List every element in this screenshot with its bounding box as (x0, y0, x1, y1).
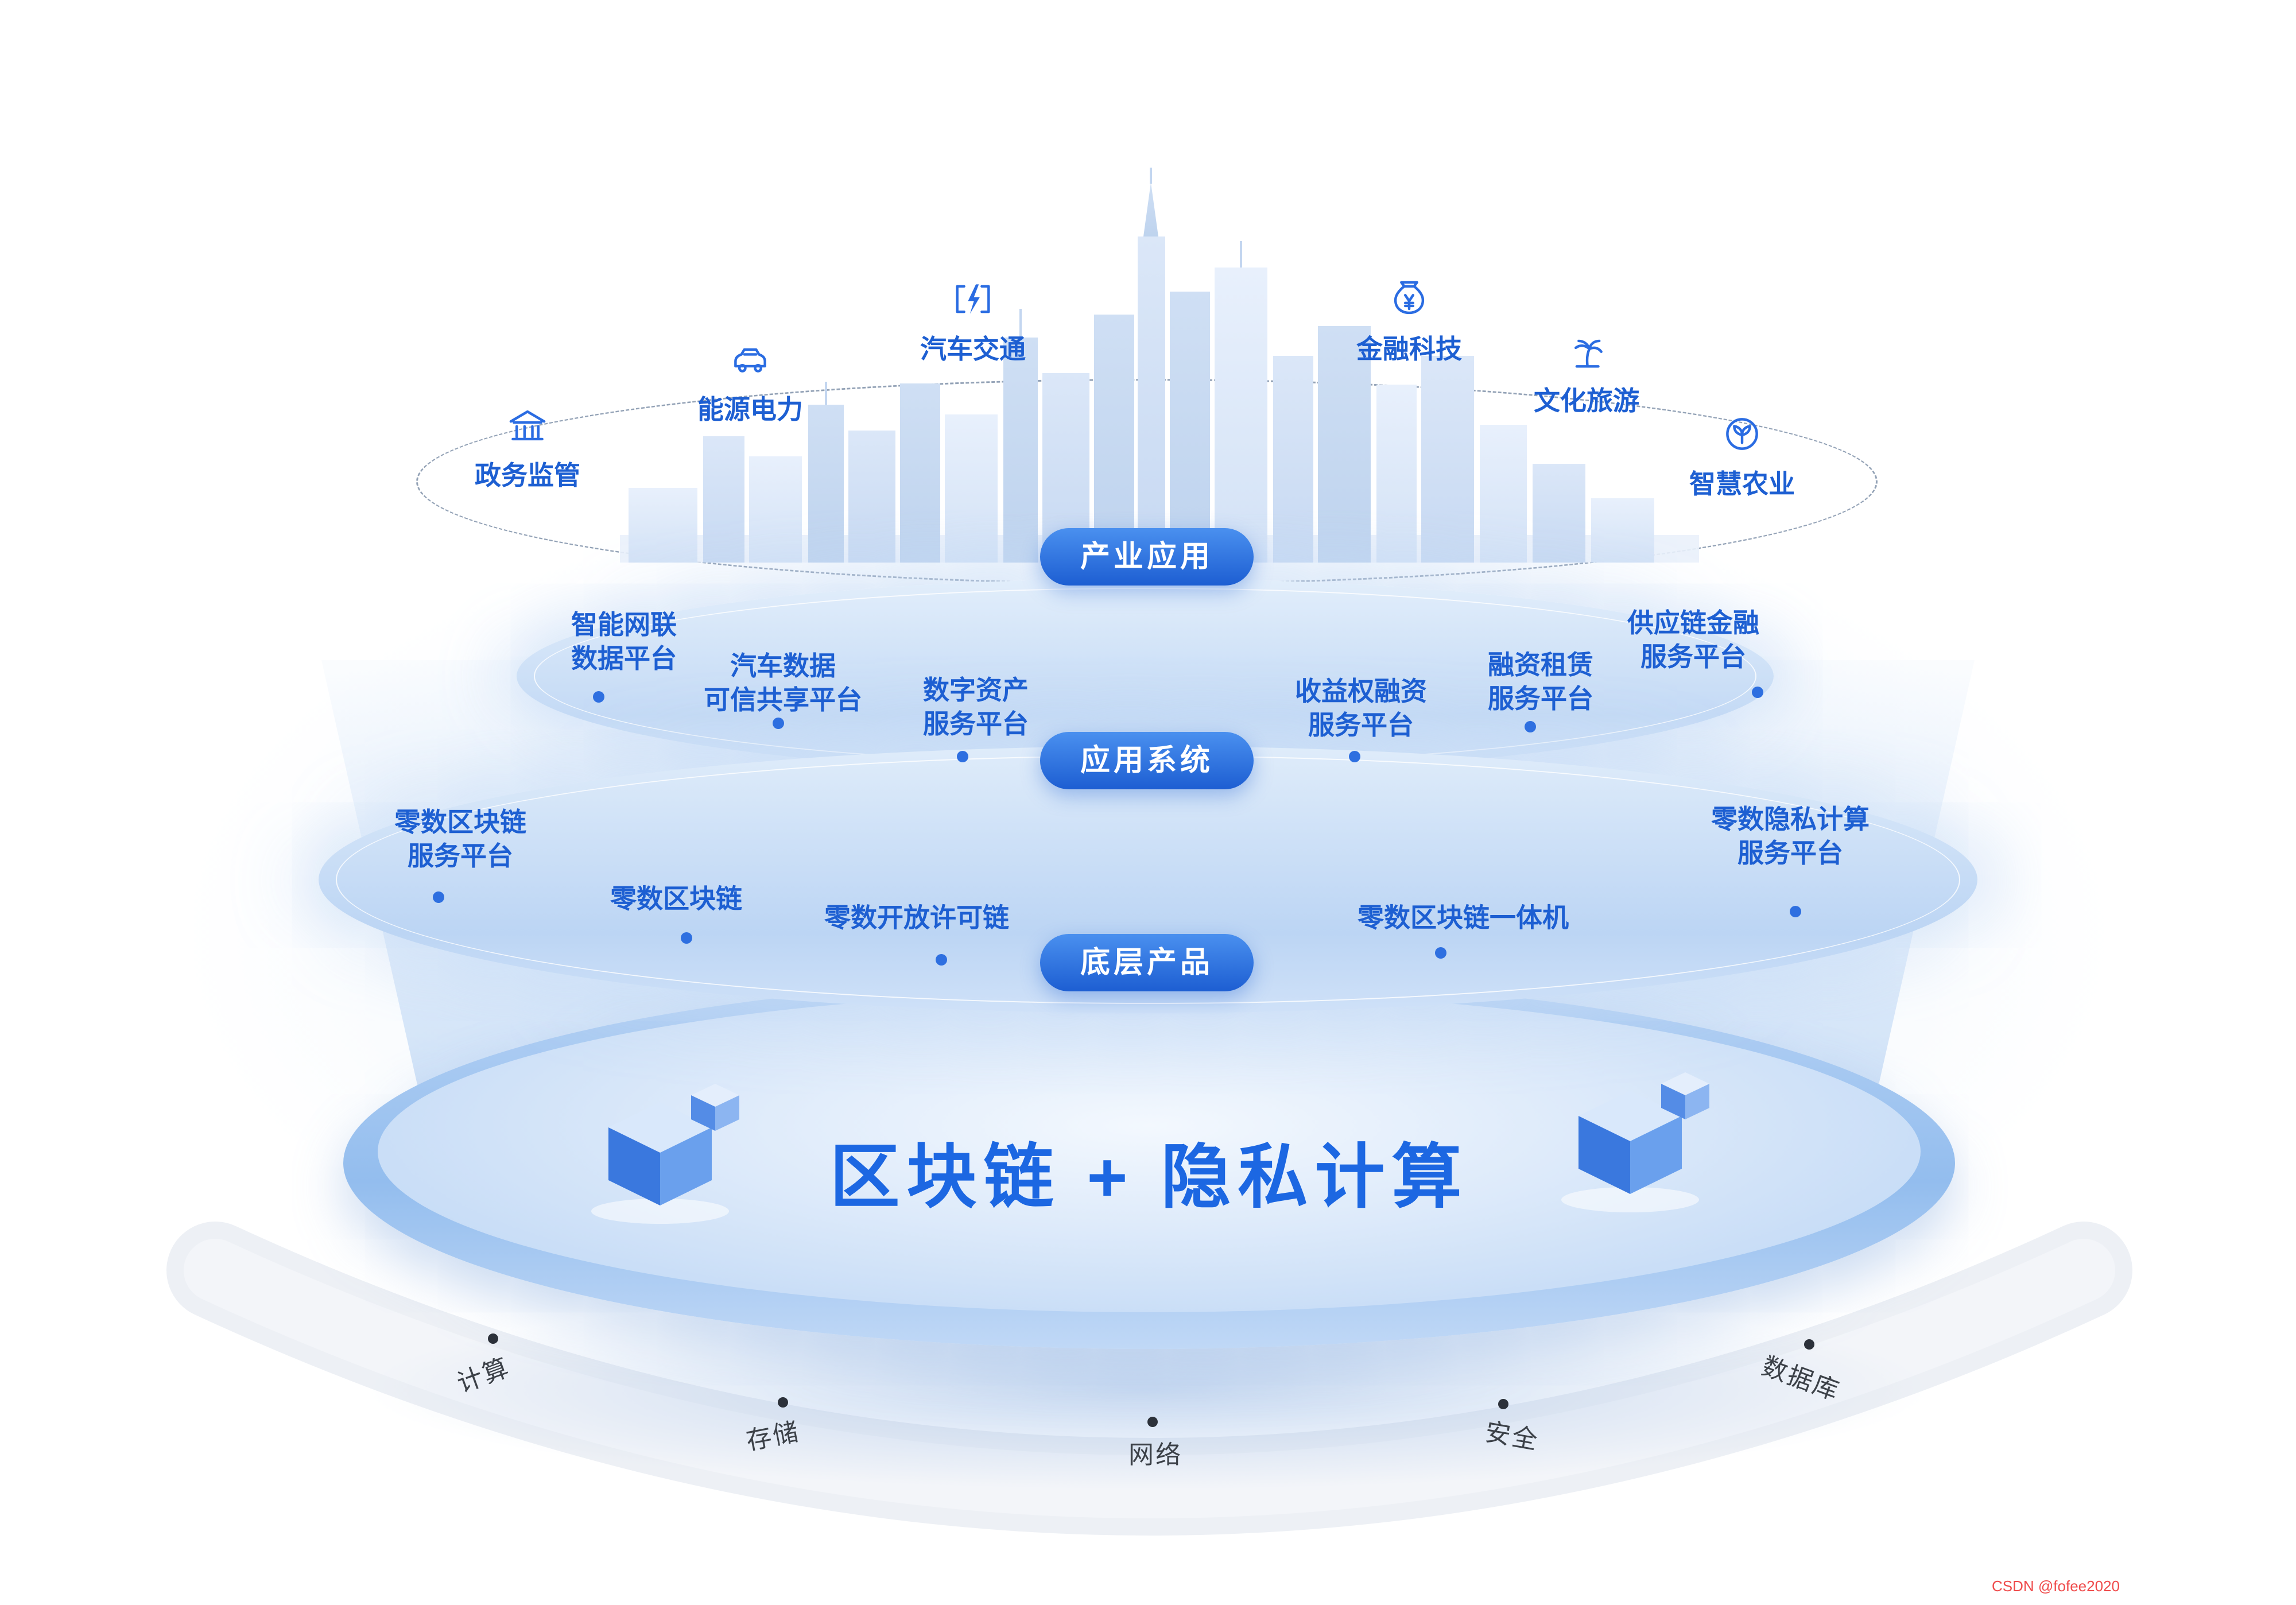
product-node-label: 零数开放许可链 (824, 901, 1009, 935)
platform-title: 区块链 + 隐私计算 (829, 1138, 1469, 1216)
industry-item-fintech: 金融科技 (1356, 276, 1462, 366)
industry-label: 文化旅游 (1534, 386, 1639, 416)
label-line: 零数隐私计算 (1711, 804, 1870, 835)
node-dot (773, 718, 784, 729)
industry-label: 政务监管 (475, 460, 580, 490)
industry-item-smart-agriculture: 智慧农业 (1689, 410, 1795, 501)
node-dot (957, 751, 968, 762)
node-dot (1752, 687, 1763, 698)
label-line: 零数开放许可链 (824, 902, 1009, 933)
app-node-label: 汽车数据 可信共享平台 (704, 649, 862, 717)
infra-dot (1804, 1339, 1814, 1350)
app-node-label: 智能网联 数据平台 (571, 608, 677, 676)
infra-dot (778, 1397, 788, 1408)
label-line: 零数区块链 (610, 883, 742, 914)
layer-pill-industry: 产业应用 (1040, 528, 1254, 586)
industry-item-gov-regulation: 政务监管 (475, 402, 580, 493)
node-dot (681, 932, 692, 944)
node-dot (1349, 751, 1360, 762)
label-line: 智能网联 (571, 610, 677, 640)
infra-dot (488, 1333, 498, 1344)
product-node-label: 零数区块链一体机 (1358, 901, 1569, 935)
label-line: 可信共享平台 (704, 685, 862, 715)
node-dot (1790, 906, 1801, 917)
watermark: CSDN @fofee2020 (1992, 1577, 2120, 1595)
app-node-label: 融资租赁 服务平台 (1488, 648, 1593, 716)
industry-label: 智慧农业 (1689, 469, 1795, 499)
cube-icon-left (591, 1084, 739, 1224)
label-line: 收益权融资 (1295, 676, 1427, 707)
label-line: 服务平台 (1308, 710, 1414, 740)
industry-item-culture-tourism: 文化旅游 (1534, 327, 1639, 418)
label-line: 服务平台 (1737, 838, 1843, 868)
node-dot (593, 691, 604, 703)
industry-label: 金融科技 (1356, 334, 1462, 364)
infra-label-network: 网络 (1128, 1441, 1182, 1469)
app-node-label: 收益权融资 服务平台 (1295, 674, 1427, 742)
label-line: 融资租赁 (1488, 650, 1593, 680)
app-node-label: 供应链金融 服务平台 (1627, 606, 1759, 674)
cube-icon-right (1561, 1072, 1709, 1212)
label-line: 数字资产 (923, 675, 1029, 705)
layer-pill-product: 底层产品 (1040, 934, 1254, 991)
label-line: 数据平台 (571, 643, 677, 673)
industry-item-auto-traffic: 汽车交通 (920, 276, 1026, 366)
car-icon (734, 348, 766, 373)
lightning-bracket-icon (956, 284, 990, 314)
node-dot (1435, 947, 1446, 959)
sprout-leaf-icon (1726, 418, 1758, 450)
label-line: 服务平台 (1488, 684, 1593, 714)
label-line: 服务平台 (408, 841, 513, 871)
product-node-label: 零数区块链 (610, 882, 742, 916)
government-building-icon (509, 410, 546, 441)
label-line: 服务平台 (1640, 642, 1746, 672)
industry-label: 能源电力 (697, 394, 803, 424)
industry-item-energy-power: 能源电力 (697, 336, 803, 427)
money-bag-icon (1394, 281, 1425, 315)
industry-label: 汽车交通 (920, 334, 1026, 364)
infra-dot (1498, 1399, 1508, 1409)
product-node-label: 零数区块链 服务平台 (394, 805, 526, 873)
city-skyline (620, 168, 1699, 563)
label-line: 供应链金融 (1627, 608, 1759, 638)
node-dot (433, 891, 444, 903)
label-line: 汽车数据 (730, 651, 836, 681)
label-line: 服务平台 (923, 709, 1029, 739)
layer-pill-application: 应用系统 (1040, 732, 1254, 789)
node-dot (936, 954, 947, 966)
palm-tree-icon (1574, 339, 1603, 368)
product-node-label: 零数隐私计算 服务平台 (1711, 802, 1870, 870)
infra-dot (1147, 1417, 1158, 1427)
app-node-label: 数字资产 服务平台 (923, 673, 1029, 741)
label-line: 零数区块链一体机 (1358, 902, 1569, 933)
label-line: 零数区块链 (394, 807, 526, 838)
node-dot (1525, 721, 1536, 732)
